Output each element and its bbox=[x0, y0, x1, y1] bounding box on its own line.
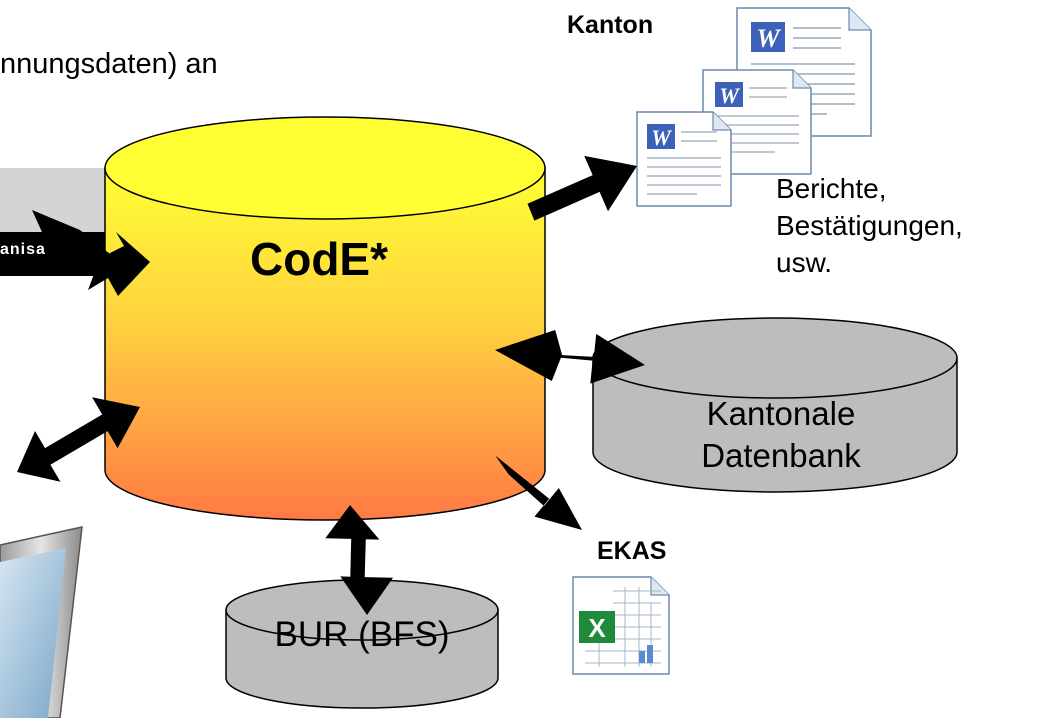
source-system-label: anisa bbox=[0, 241, 46, 258]
arrow-code-kanton bbox=[527, 155, 637, 221]
arrow-org-code bbox=[88, 232, 150, 296]
excel-spreadsheet-icon: X bbox=[572, 576, 670, 675]
bur-database-cylinder bbox=[225, 579, 499, 709]
arrow-code-bur bbox=[325, 505, 393, 615]
ekas-label: EKAS bbox=[597, 537, 667, 565]
svg-text:W: W bbox=[756, 24, 781, 53]
bur-database-label: BUR (BFS) bbox=[274, 615, 450, 654]
kanton-label: Kanton bbox=[567, 11, 654, 39]
arrows bbox=[0, 155, 645, 615]
reports-label: Berichte, Bestätigungen, usw. bbox=[776, 173, 963, 278]
word-document-icon: W bbox=[636, 111, 732, 207]
header-text: nnungsdaten) an bbox=[0, 48, 218, 80]
code-database-label: CodE* bbox=[250, 233, 388, 285]
code-database-cylinder bbox=[104, 116, 546, 521]
arrow-left-code bbox=[0, 210, 115, 272]
laptop-icon bbox=[0, 526, 83, 718]
svg-text:W: W bbox=[651, 125, 672, 150]
svg-text:X: X bbox=[588, 613, 606, 643]
arrow-code-laptop bbox=[17, 397, 140, 482]
arrow-code-kantonale bbox=[495, 330, 645, 384]
arrow-code-ekas bbox=[495, 455, 582, 530]
svg-text:W: W bbox=[719, 83, 740, 108]
kantonale-database-label: Kantonale Datenbank bbox=[701, 395, 861, 474]
kantonale-database-cylinder bbox=[592, 317, 958, 493]
